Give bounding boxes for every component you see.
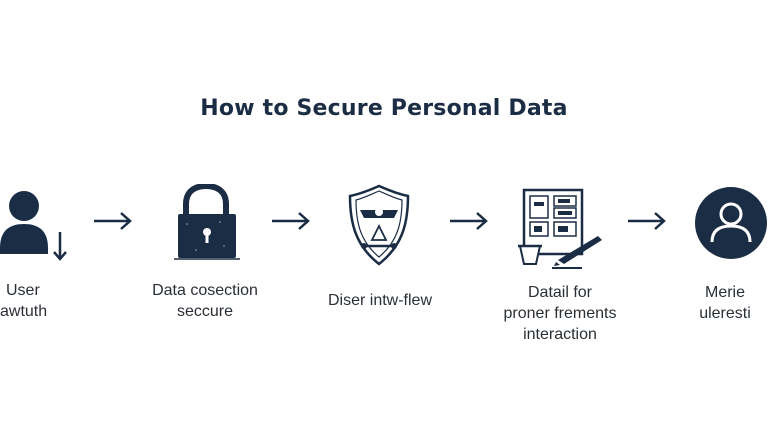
step-label-line: Datail for [527,284,593,301]
document-form-icon [518,188,606,270]
user-circle-icon [694,186,768,260]
step-label-1: User awtuth [0,280,50,322]
step-label-line: seccure [176,303,234,320]
user-download-icon [0,186,70,266]
step-label-line: Merie [704,284,745,301]
diagram-title: How to Secure Personal Data [200,96,568,121]
arrow-right-icon [626,209,668,233]
step-label-2: Data cosection seccure [130,280,280,322]
step-label-line: Data cosection [152,282,258,299]
padlock-icon [172,184,244,266]
step-label-line: User [6,282,40,299]
step-label-line: interaction [523,326,597,343]
shield-icon [346,184,412,268]
arrow-right-icon [92,209,134,233]
step-label-line: awtuth [0,303,48,320]
arrow-right-icon [448,209,490,233]
step-label-line: proner frements [503,305,617,322]
step-label-4: Datail for proner frements interaction [480,282,640,345]
step-label-line: uleresti [699,305,751,322]
arrow-right-icon [270,209,312,233]
step-label-3: Diser intw-flew [300,290,460,311]
step-label-line: Diser intw-flew [327,292,432,309]
step-label-5: Merie uleresti [682,282,768,324]
